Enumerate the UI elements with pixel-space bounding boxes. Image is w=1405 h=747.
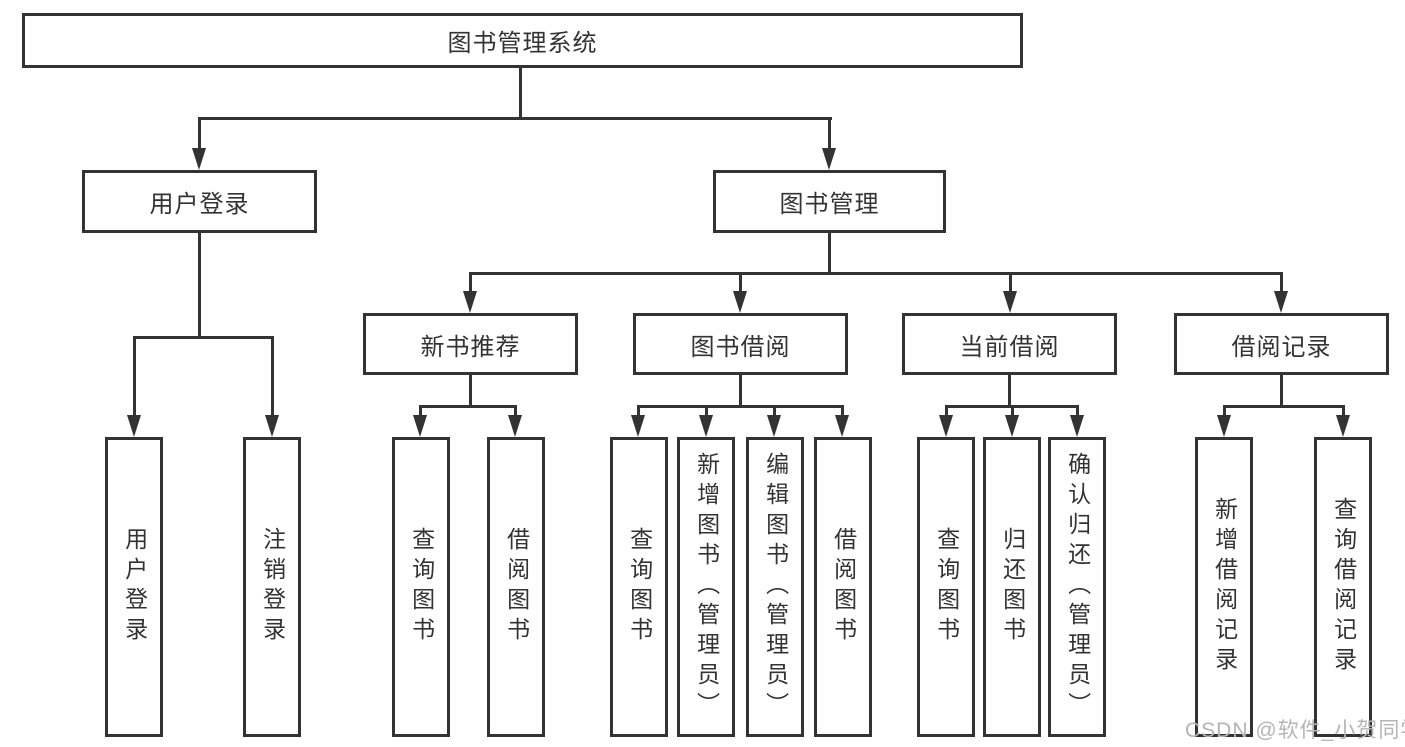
arrow-down-icon (1070, 415, 1084, 437)
node-book-borrowing: 图书借阅 (633, 313, 848, 375)
leaf-add-books-admin: 新增图书（管理员） (677, 437, 735, 737)
connector-line (1008, 375, 1011, 408)
connector-line (1280, 272, 1283, 292)
leaf-logout: 注销登录 (243, 437, 301, 737)
leaf-label: 借阅图书 (830, 527, 857, 647)
connector-line (1011, 405, 1014, 417)
arrow-down-icon (733, 291, 747, 313)
leaf-label: 用户登录 (121, 527, 148, 647)
node-label: 图书管理系统 (447, 30, 598, 57)
leaf-borrow-books-recommend: 借阅图书 (487, 437, 545, 737)
leaf-label: 归还图书 (999, 527, 1026, 647)
leaf-return-books: 归还图书 (983, 437, 1041, 737)
arrow-down-icon (1003, 291, 1017, 313)
connector-line (637, 405, 843, 408)
connector-line (739, 272, 742, 292)
leaf-add-borrow-record: 新增借阅记录 (1195, 437, 1253, 737)
node-library-management-system: 图书管理系统 (22, 13, 1023, 68)
arrow-down-icon (463, 291, 477, 313)
leaf-query-books-borrowing: 查询图书 (610, 437, 668, 737)
node-label: 借阅记录 (1231, 333, 1332, 361)
arrow-down-icon (835, 415, 849, 437)
node-label: 图书借阅 (690, 333, 791, 361)
arrow-down-icon (767, 415, 781, 437)
connector-line (469, 272, 472, 292)
leaf-label: 编辑图书（管理员） (762, 452, 789, 722)
leaf-label: 借阅图书 (503, 527, 530, 647)
connector-line (1223, 405, 1226, 417)
leaf-confirm-return-admin: 确认归还（管理员） (1048, 437, 1106, 737)
leaf-borrow-books: 借阅图书 (814, 437, 872, 737)
leaf-query-borrow-record: 查询借阅记录 (1314, 437, 1372, 737)
leaf-query-books-current: 查询图书 (917, 437, 975, 737)
leaf-label: 注销登录 (259, 527, 286, 647)
connector-line (1223, 405, 1344, 408)
node-label: 图书管理 (779, 191, 880, 218)
connector-line (271, 336, 274, 416)
node-label: 新书推荐 (420, 333, 521, 361)
connector-line (739, 375, 742, 408)
connector-line (828, 233, 831, 275)
arrow-down-icon (1005, 415, 1019, 437)
leaf-label: 新增图书（管理员） (693, 452, 720, 722)
connector-line (419, 405, 517, 408)
connector-line (133, 336, 136, 416)
arrow-down-icon (699, 415, 713, 437)
leaf-label: 新增借阅记录 (1211, 497, 1238, 677)
node-user-login: 用户登录 (82, 170, 317, 233)
connector-line (1342, 405, 1345, 417)
leaf-label: 查询图书 (626, 527, 653, 647)
connector-line (469, 272, 1282, 275)
connector-line (841, 405, 844, 417)
connector-line (705, 405, 708, 417)
arrow-down-icon (822, 148, 836, 170)
connector-line (198, 117, 201, 149)
arrow-down-icon (939, 415, 953, 437)
connector-line (133, 336, 274, 339)
connector-line (514, 405, 517, 417)
leaf-query-books-recommend: 查询图书 (392, 437, 450, 737)
connector-line (1280, 375, 1283, 408)
arrow-down-icon (1274, 291, 1288, 313)
arrow-down-icon (127, 415, 141, 437)
connector-line (198, 117, 832, 120)
node-borrowing-records: 借阅记录 (1174, 313, 1389, 375)
leaf-label: 查询图书 (933, 527, 960, 647)
arrow-down-icon (192, 148, 206, 170)
node-label: 当前借阅 (959, 333, 1060, 361)
connector-line (519, 68, 522, 118)
connector-line (1076, 405, 1079, 417)
connector-line (773, 405, 776, 417)
leaf-label: 查询借阅记录 (1330, 497, 1357, 677)
arrow-down-icon (413, 415, 427, 437)
leaf-edit-books-admin: 编辑图书（管理员） (746, 437, 804, 737)
node-current-borrowing: 当前借阅 (902, 313, 1117, 375)
connector-line (1009, 272, 1012, 292)
leaf-user-login: 用户登录 (105, 437, 163, 737)
arrow-down-icon (265, 415, 279, 437)
leaf-label: 确认归还（管理员） (1064, 452, 1091, 722)
node-label: 用户登录 (149, 191, 250, 218)
connector-line (198, 233, 201, 339)
arrow-down-icon (631, 415, 645, 437)
connector-line (637, 405, 640, 417)
node-book-management: 图书管理 (713, 170, 946, 233)
csdn-watermark: CSDN @软件_小贺同学 (1185, 719, 1405, 742)
arrow-down-icon (1217, 415, 1231, 437)
arrow-down-icon (508, 415, 522, 437)
connector-line (419, 405, 422, 417)
arrow-down-icon (1336, 415, 1350, 437)
node-new-book-recommend: 新书推荐 (363, 313, 578, 375)
connector-line (469, 375, 472, 408)
connector-line (828, 117, 831, 149)
connector-line (945, 405, 948, 417)
leaf-label: 查询图书 (408, 527, 435, 647)
